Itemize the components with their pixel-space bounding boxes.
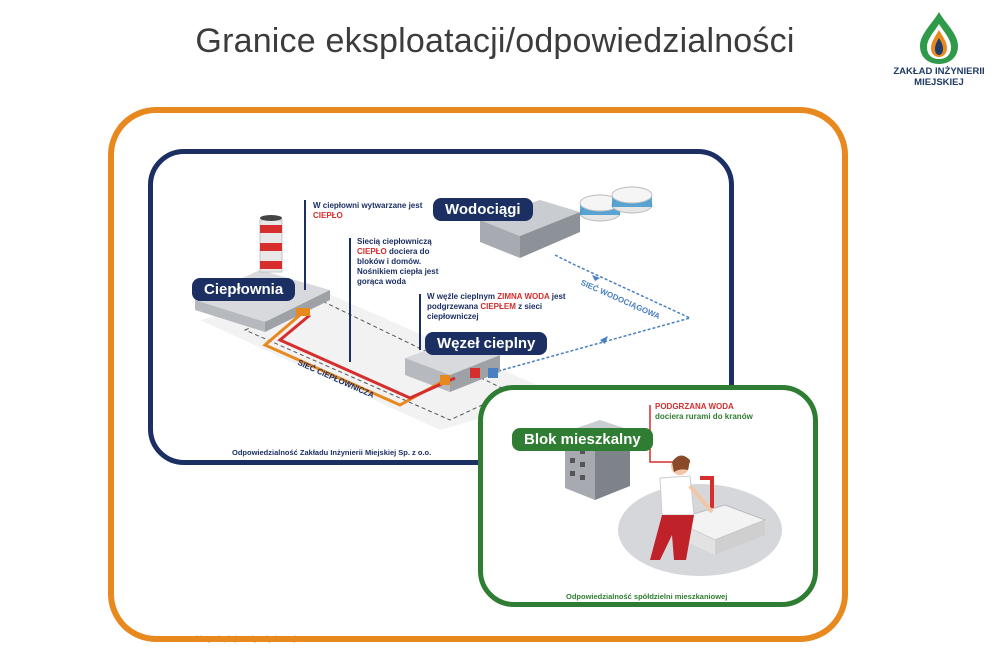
page-title: Granice eksploatacji/odpowiedzialności — [195, 22, 795, 60]
note-wezel-prefix: W węźle cieplnym — [427, 292, 498, 301]
note-blok-highlight: PODGRZANA WODA — [655, 402, 734, 411]
label-wezel: Węzeł cieplny — [425, 332, 548, 355]
woman-figure — [650, 455, 714, 560]
note-cieplownia-highlight: CIEPŁO — [313, 211, 343, 220]
note-siec-prefix: Siecią ciepłowniczą — [357, 237, 432, 246]
logo-text-line1: ZAKŁAD INŻYNIERII — [893, 66, 985, 77]
note-cieplownia: W ciepłowni wytwarzane jest CIEPŁO — [313, 201, 423, 221]
substation-valve-1 — [440, 375, 450, 385]
plant-valve — [296, 308, 310, 316]
substation-valve-2 — [470, 368, 480, 378]
note-siec: Siecią ciepłowniczą CIEPŁO dociera do bl… — [357, 237, 457, 287]
drop-flame-icon — [920, 12, 958, 64]
note-wezel-mid: jest podgrzewana — [427, 292, 566, 311]
note-wezel-highlight1: ZIMNA WODA — [497, 292, 550, 301]
note-cieplownia-text: W ciepłowni wytwarzane jest — [313, 201, 423, 210]
label-wodociagi: Wodociągi — [433, 198, 533, 221]
resp-zim: Odpowiedzialność Zakładu Inżynierii Miej… — [232, 448, 432, 457]
supply-pipe — [277, 313, 456, 400]
company-logo: ZAKŁAD INŻYNIERII MIEJSKIEJ — [880, 10, 998, 88]
note-siec-rest: dociera do bloków i domów. Nośnikiem cie… — [357, 247, 439, 286]
note-wezel-rest: z sieci ciepłowniczej — [427, 302, 543, 321]
resp-spoldzielnia: Odpowiedzialność spółdzielni mieszkaniow… — [566, 592, 728, 601]
water-arrow-icon — [592, 275, 600, 281]
orange-responsibility-frame — [108, 107, 848, 642]
substation-valve-3 — [488, 368, 498, 378]
note-blok: PODGRZANA WODA dociera rurami do kranów — [655, 402, 765, 422]
note-siec-highlight: CIEPŁO — [357, 247, 387, 256]
water-pipe — [494, 254, 693, 373]
note-wezel-highlight2: CIEPŁEM — [480, 302, 516, 311]
note-blok-rest: dociera rurami do kranów — [655, 412, 753, 421]
label-blok: Blok mieszkalny — [512, 428, 653, 451]
note-wezel: W węźle cieplnym ZIMNA WODA jest podgrze… — [427, 292, 567, 322]
resp-obieg: Obieg ciepłej wody użytkowej — [190, 634, 296, 643]
water-arrow-icon-2 — [600, 336, 608, 344]
water-works-building — [480, 186, 653, 258]
label-cieplownia: Ciepłownia — [192, 278, 296, 301]
navy-responsibility-frame — [148, 149, 734, 465]
logo-text-line2: MIEJSKIEJ — [914, 77, 964, 88]
